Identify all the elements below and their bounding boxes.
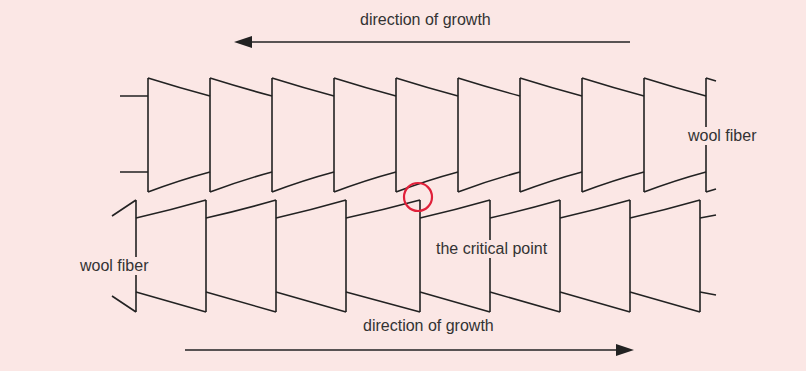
fiber-label: wool fiber	[685, 127, 759, 145]
fiber-scale	[520, 78, 582, 192]
fiber-scale	[346, 200, 420, 312]
arrow-head	[234, 36, 252, 48]
fiber-label: wool fiber	[77, 257, 151, 275]
lower-fiber	[112, 200, 716, 312]
fiber-scale	[582, 78, 644, 192]
fiber-stub	[700, 215, 716, 295]
direction-label: direction of growth	[357, 11, 494, 29]
fiber-scale	[396, 78, 458, 192]
fiber-scale	[148, 78, 210, 192]
fiber-scale	[136, 200, 206, 312]
arrow-head	[616, 344, 634, 356]
growth-arrow	[234, 36, 630, 48]
critical-point-circle	[404, 183, 432, 211]
fiber-scale	[276, 200, 346, 312]
callout-label: the critical point	[433, 240, 550, 258]
upper-fiber	[120, 78, 716, 192]
direction-label: direction of growth	[360, 317, 497, 335]
fiber-stub	[120, 96, 148, 172]
fiber-scale	[630, 200, 700, 312]
arrow-shaft	[185, 349, 618, 351]
fiber-scale	[210, 78, 272, 192]
fiber-scale	[272, 78, 334, 192]
fiber-scale	[560, 200, 630, 312]
fiber-scale	[334, 78, 396, 192]
arrow-shaft	[248, 41, 630, 43]
growth-arrow	[185, 344, 634, 356]
fiber-scale	[206, 200, 276, 312]
fiber-scale	[458, 78, 520, 192]
fiber-scale	[112, 200, 136, 312]
